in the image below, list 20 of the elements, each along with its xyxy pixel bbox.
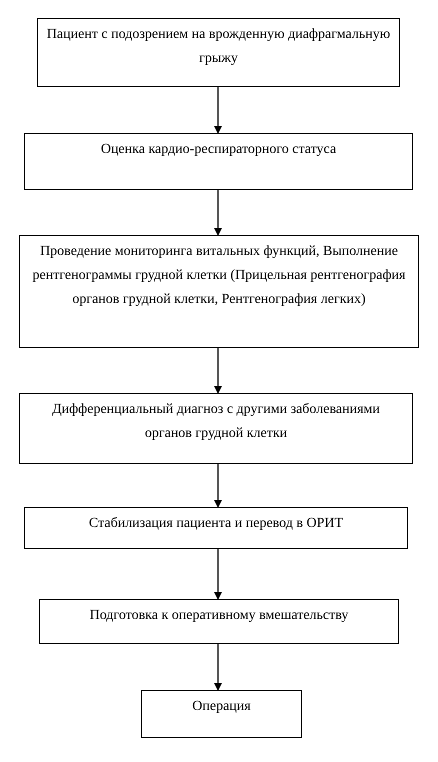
arrow bbox=[214, 348, 222, 394]
arrow bbox=[214, 644, 222, 691]
process-box bbox=[19, 235, 419, 348]
box-text: Операция bbox=[191, 698, 252, 716]
process-box bbox=[19, 393, 413, 464]
process-box bbox=[39, 599, 399, 644]
process-box bbox=[141, 690, 302, 738]
box-text: Проведение мониторинга витальных функций, Выполнение рентгенограммы грудной клетки (Прицельная рентгенография органов грудной клетки, Рентгенография легких) bbox=[32, 243, 406, 309]
arrow bbox=[214, 87, 222, 134]
box-text: Стабилизация пациента и перевод в ОРИТ bbox=[88, 515, 344, 533]
arrow bbox=[214, 190, 222, 236]
arrow bbox=[214, 464, 222, 508]
arrow bbox=[214, 549, 222, 600]
box-text: Оценка кардио-респираторного статуса bbox=[100, 141, 338, 159]
process-box bbox=[37, 18, 400, 87]
box-text: Дифференциальный диагноз с другими заболеваниями органов грудной клетки bbox=[51, 401, 381, 443]
process-box bbox=[24, 507, 408, 549]
box-text: Пациент с подозрением на врожденную диафрагмальную грыжу bbox=[46, 26, 391, 68]
box-text: Подготовка к оперативному вмешательству bbox=[88, 607, 350, 625]
process-box bbox=[24, 133, 413, 190]
